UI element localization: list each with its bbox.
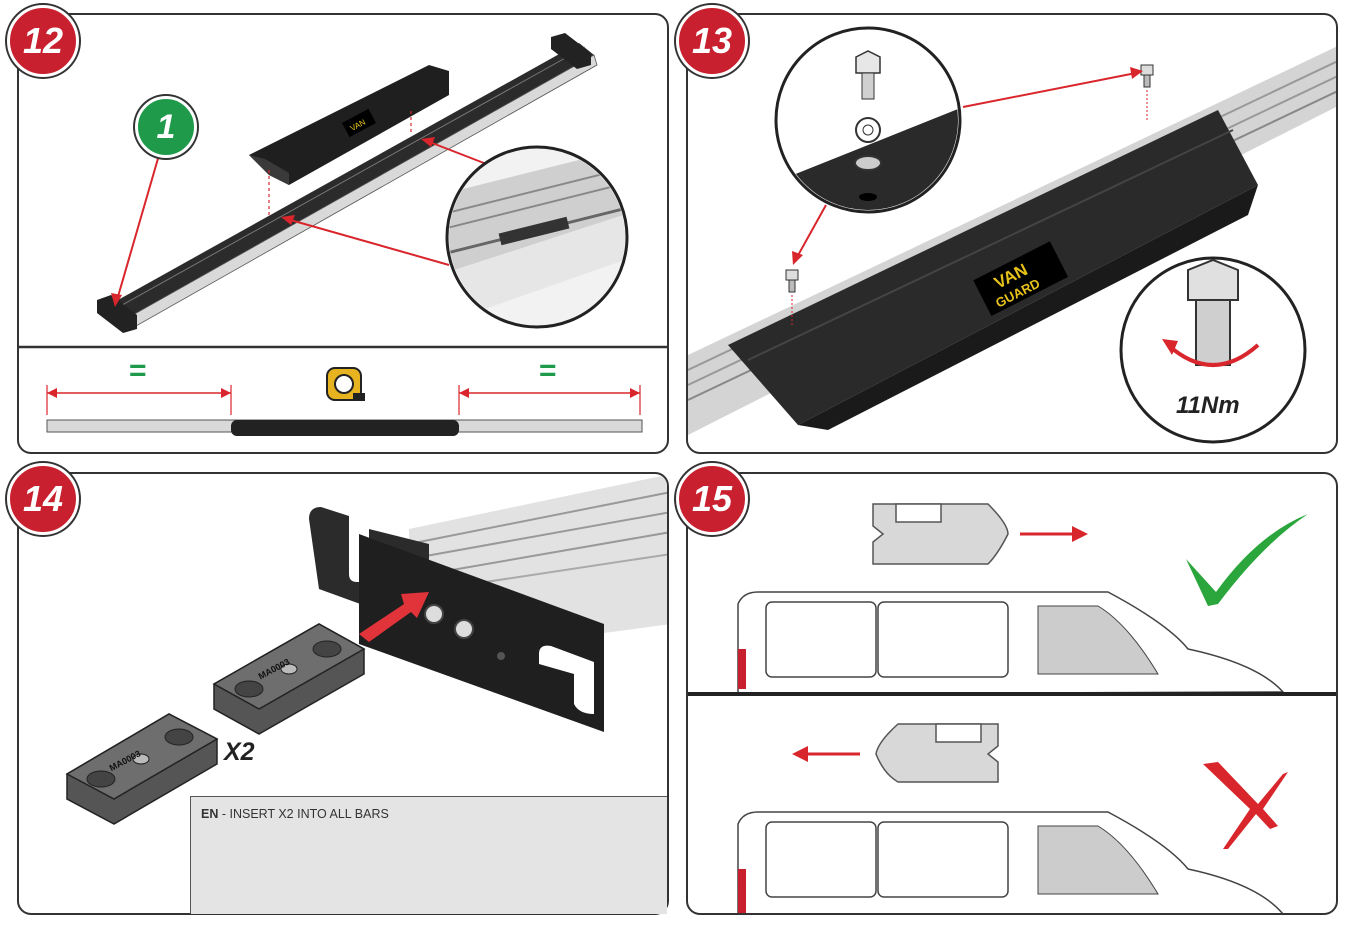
torque-label: 11Nm — [1176, 392, 1240, 419]
step-15-illustration — [688, 503, 1336, 913]
step-13-illustration: VAN GUARD 11Nm — [688, 26, 1336, 444]
step-12-panel: VAN — [17, 13, 669, 454]
step-13-panel: VAN GUARD 11Nm — [686, 13, 1338, 454]
step-badge-15: 15 — [676, 463, 748, 535]
arrow-left-icon — [792, 746, 860, 762]
step-14-illustration: MA0003 MA0003 X2 — [65, 474, 667, 825]
step-badge-14: 14 — [7, 463, 79, 535]
equal-left: = — [129, 354, 147, 387]
step-badge-13: 13 — [676, 5, 748, 77]
step-12-illustration: VAN — [19, 33, 667, 436]
step-badge-12: 12 — [7, 5, 79, 77]
quantity-label: X2 — [222, 738, 255, 766]
note-language: EN — [201, 807, 219, 821]
step-15-panel — [686, 472, 1338, 915]
callout-1-badge: 1 — [135, 96, 197, 158]
equal-right: = — [539, 354, 557, 387]
tape-measure-icon — [326, 367, 365, 401]
check-icon — [1186, 514, 1308, 606]
instruction-note: EN - INSERT X2 INTO ALL BARS — [190, 796, 667, 914]
arrow-right-icon — [1020, 526, 1088, 542]
note-text: - INSERT X2 INTO ALL BARS — [218, 807, 389, 821]
cross-icon — [1203, 762, 1288, 849]
